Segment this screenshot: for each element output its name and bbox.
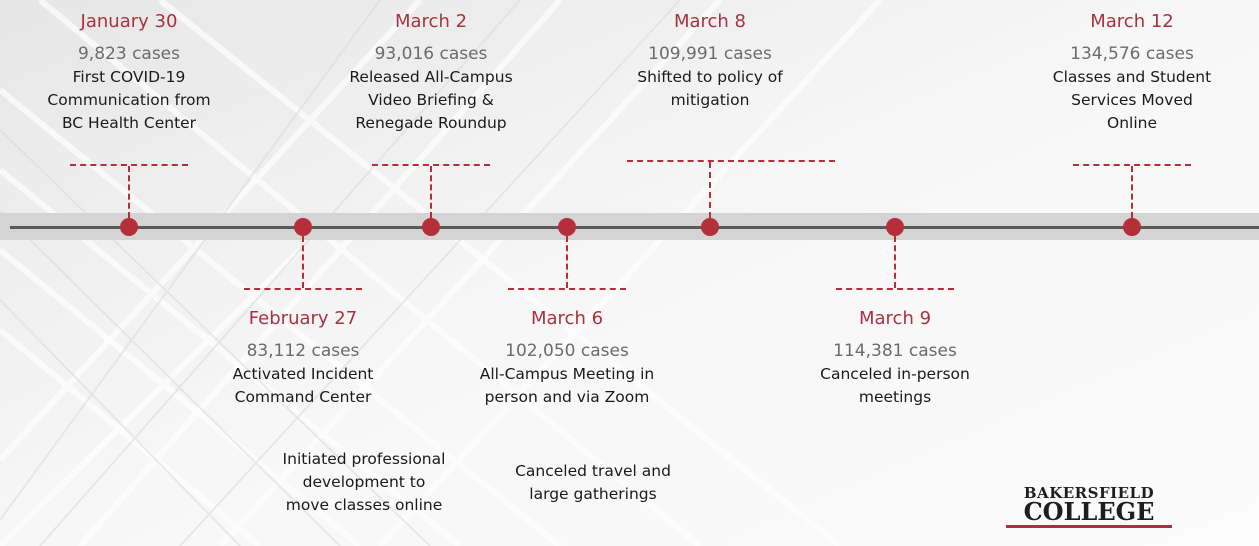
timeline-axis: [10, 226, 1259, 229]
connector-vertical: [430, 166, 432, 218]
connector-horizontal: [836, 288, 954, 290]
event-march-9: March 9 114,381 cases Canceled in-person…: [820, 307, 970, 409]
event-january-30: January 30 9,823 cases First COVID-19 Co…: [47, 10, 210, 135]
event-cases: 134,576 cases: [1070, 44, 1194, 64]
event-description-line: Classes and Student: [1052, 68, 1212, 86]
event-date: March 2: [394, 11, 468, 32]
timeline-marker: [701, 218, 719, 236]
event-march-12: March 12 134,576 cases Classes and Stude…: [1053, 10, 1211, 135]
event-description-line: Services Moved: [1071, 91, 1193, 109]
event-description-line: Shifted to policy of: [637, 68, 783, 86]
event-cases: 93,016 cases: [374, 44, 488, 64]
note-line: development to: [302, 473, 426, 491]
event-description-line: Renegade Roundup: [355, 114, 507, 132]
event-description-line: Online: [1106, 114, 1157, 132]
connector-horizontal: [244, 288, 362, 290]
event-description-line: BC Health Center: [61, 114, 197, 132]
connector-vertical: [302, 236, 304, 288]
event-cases: 9,823 cases: [77, 44, 181, 64]
logo-line-2: COLLEGE: [1023, 497, 1155, 526]
timeline-marker: [558, 218, 576, 236]
connector-vertical: [709, 162, 711, 218]
event-march-8: March 8 109,991 cases Shifted to policy …: [637, 10, 783, 112]
timeline-marker: [886, 218, 904, 236]
event-description-line: Communication from: [47, 91, 211, 109]
connector-horizontal: [627, 160, 835, 162]
event-march-2: March 2 93,016 cases Released All-Campus…: [349, 10, 512, 135]
event-description-line: mitigation: [670, 91, 750, 109]
connector-horizontal: [372, 164, 490, 166]
event-description-line: Command Center: [234, 388, 372, 406]
logo-line-1: BAKERSFIELD: [1023, 484, 1155, 502]
event-cases: 102,050 cases: [505, 341, 629, 361]
logo-underline: [1006, 525, 1172, 528]
event-description-line: First COVID-19: [72, 68, 186, 86]
note-line: move classes online: [285, 496, 443, 514]
event-cases: 83,112 cases: [246, 341, 360, 361]
note-professional-development: Initiated professional development to mo…: [283, 448, 446, 517]
event-date: March 12: [1090, 11, 1174, 32]
connector-horizontal: [508, 288, 626, 290]
event-description-line: Activated Incident: [232, 365, 374, 383]
event-description-line: Video Briefing &: [368, 91, 494, 109]
connector-horizontal: [70, 164, 188, 166]
note-canceled-travel: Canceled travel and large gatherings: [515, 460, 671, 506]
event-date: March 9: [858, 308, 932, 329]
event-date: January 30: [80, 11, 178, 32]
event-description-line: All-Campus Meeting in: [479, 365, 655, 383]
event-description-line: Canceled in-person: [820, 365, 970, 383]
event-date: March 6: [530, 308, 604, 329]
connector-vertical: [128, 166, 130, 218]
event-description-line: meetings: [858, 388, 932, 406]
event-description-line: Released All-Campus: [349, 68, 513, 86]
event-march-6: March 6 102,050 cases All-Campus Meeting…: [480, 307, 654, 409]
event-date: March 8: [673, 11, 747, 32]
note-line: Initiated professional: [282, 450, 446, 468]
event-description-line: person and via Zoom: [484, 388, 650, 406]
event-cases: 109,991 cases: [648, 44, 772, 64]
connector-vertical: [1131, 166, 1133, 218]
event-february-27: February 27 83,112 cases Activated Incid…: [233, 307, 374, 409]
timeline-marker: [1123, 218, 1141, 236]
connector-vertical: [566, 236, 568, 288]
note-line: large gatherings: [529, 485, 657, 503]
connector-horizontal: [1073, 164, 1191, 166]
connector-vertical: [894, 236, 896, 288]
event-date: February 27: [248, 308, 358, 329]
timeline-marker: [120, 218, 138, 236]
timeline-marker: [422, 218, 440, 236]
bakersfield-college-logo: BAKERSFIELD COLLEGE: [1006, 485, 1172, 528]
event-cases: 114,381 cases: [833, 341, 957, 361]
note-line: Canceled travel and: [515, 462, 671, 480]
timeline-marker: [294, 218, 312, 236]
